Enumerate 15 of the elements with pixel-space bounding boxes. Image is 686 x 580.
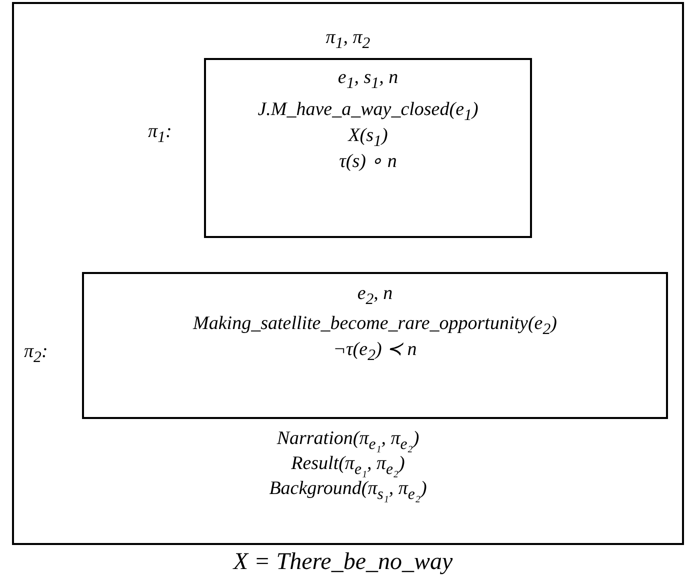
condition-text: Background(π$_{s₁}$, π$_{e₂}$)	[269, 478, 427, 505]
condition-text: Result(π$_{e₁}$, π$_{e₂}$)	[291, 452, 405, 480]
condition-text: J.M_have_a_way_closed(e$_{1}$)	[258, 98, 478, 126]
box-label: π$_{1}$:	[148, 121, 172, 142]
caption: X = There_be_no_way	[233, 550, 453, 574]
referent-list: e$_{1}$, s$_{1}$, n	[338, 66, 398, 96]
condition-text: ¬τ(e$_{2}$) ≺ n	[333, 338, 417, 366]
condition-text: Making_satellite_become_rare_opportunity(e$_{2}$)	[193, 312, 557, 340]
condition-text: X(s$_{1}$)	[348, 124, 388, 152]
drs-box	[12, 2, 684, 545]
box-label: π$_{2}$:	[24, 341, 48, 362]
condition-text: τ(s) ∘ n	[339, 150, 397, 174]
condition-text: Narration(π$_{e₁}$, π$_{e₂}$)	[276, 427, 420, 455]
referent-list: e$_{2}$, n	[357, 282, 393, 312]
referent-list: π$_{1}$, π$_{2}$	[326, 26, 370, 56]
